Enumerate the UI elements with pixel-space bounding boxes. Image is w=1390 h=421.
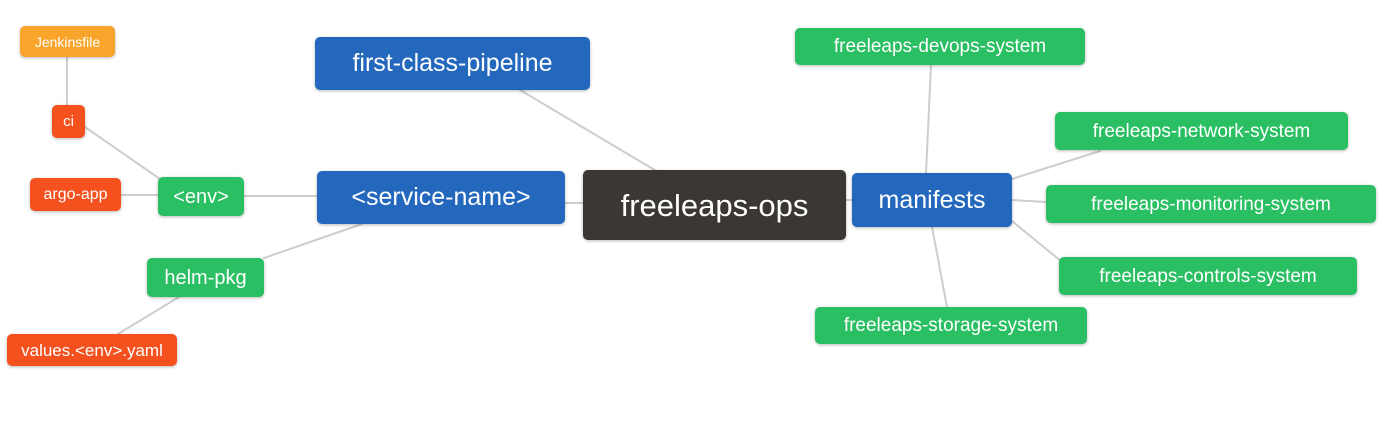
edge-ci-env: [84, 126, 161, 180]
node-service-name[interactable]: <service-name>: [317, 171, 565, 224]
node-ci[interactable]: ci: [52, 105, 85, 138]
node-first-class-pipeline[interactable]: first-class-pipeline: [315, 37, 590, 90]
edge-manifests-devops: [925, 64, 932, 174]
edge-manifests-controls: [1011, 220, 1063, 263]
edge-manifests-network: [1011, 150, 1101, 180]
node-manifests[interactable]: manifests: [852, 173, 1012, 227]
edge-manifests-storage: [931, 226, 948, 308]
edge-values-helm-pkg: [117, 296, 180, 335]
edge-manifests-monitoring: [1011, 199, 1047, 203]
node-devops-system[interactable]: freeleaps-devops-system: [795, 28, 1085, 65]
node-helm-pkg[interactable]: helm-pkg: [147, 258, 264, 297]
edge-pipeline-ops: [519, 89, 659, 173]
node-monitoring-system[interactable]: freeleaps-monitoring-system: [1046, 185, 1376, 223]
node-argo-app[interactable]: argo-app: [30, 178, 121, 211]
node-env[interactable]: <env>: [158, 177, 244, 216]
node-network-system[interactable]: freeleaps-network-system: [1055, 112, 1348, 150]
node-jenkinsfile[interactable]: Jenkinsfile: [20, 26, 115, 57]
node-storage-system[interactable]: freeleaps-storage-system: [815, 307, 1087, 344]
node-values-env-yaml[interactable]: values.<env>.yaml: [7, 334, 177, 366]
node-freeleaps-ops[interactable]: freeleaps-ops: [583, 170, 846, 240]
node-controls-system[interactable]: freeleaps-controls-system: [1059, 257, 1357, 295]
edge-helm-pkg-service-name: [263, 223, 363, 259]
